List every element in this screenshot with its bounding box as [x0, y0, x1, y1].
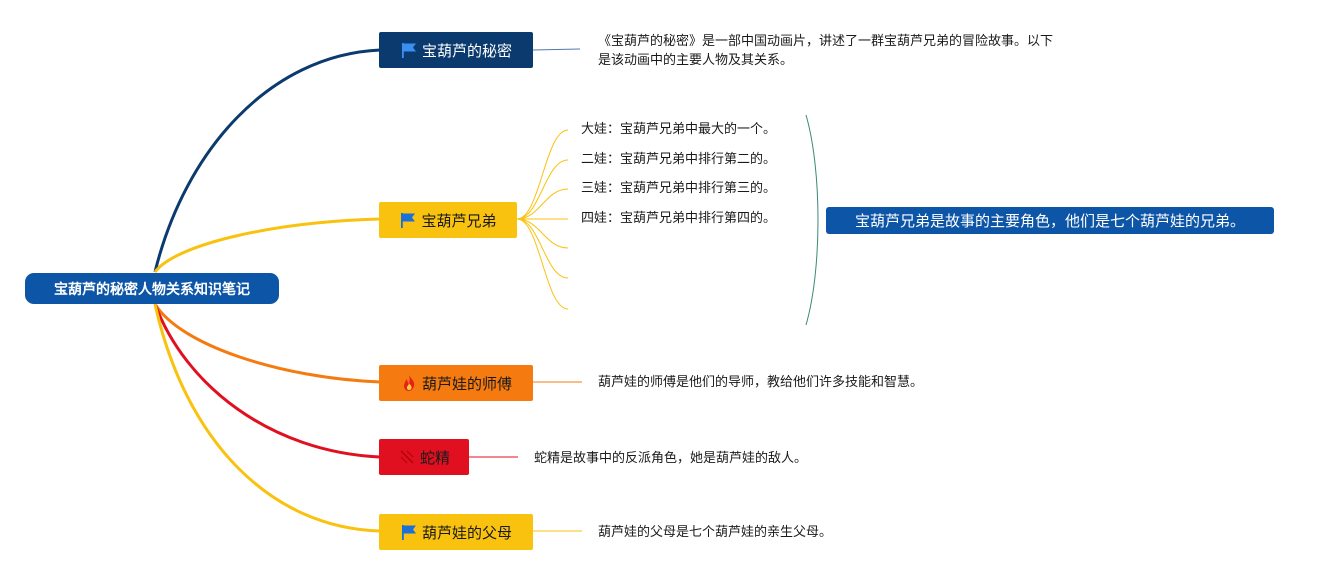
fire-icon [400, 374, 418, 392]
topic-label: 葫芦娃的师傅 [421, 374, 512, 393]
edge-root-master [153, 303, 381, 384]
crossed-out-icon [398, 448, 416, 466]
flag-icon [400, 523, 418, 541]
edge-root-secret [153, 48, 381, 273]
topic-label: 蛇精 [419, 448, 450, 467]
edge-brother-3 [516, 188, 569, 220]
note-secret-line-2: 是该动画中的主要人物及其关系。 [598, 53, 794, 68]
edge-root-parents [153, 303, 381, 533]
note-secret-line-1: 《宝葫芦的秘密》是一部中国动画片，讲述了一群宝葫芦兄弟的冒险故事。以下 [598, 34, 1054, 49]
edge-secret-note [532, 48, 581, 51]
child-brother-2[interactable]: 二娃：宝葫芦兄弟中排行第二的。 [581, 152, 777, 167]
child-brother-4[interactable]: 四娃：宝葫芦兄弟中排行第四的。 [581, 211, 777, 226]
topic-secret[interactable]: 宝葫芦的秘密 [379, 32, 533, 68]
note-master: 葫芦娃的师傅是他们的导师，教给他们许多技能和智慧。 [598, 375, 924, 390]
note-parents: 葫芦娃的父母是七个葫芦娃的亲生父母。 [598, 525, 833, 540]
summary-bracket [805, 114, 819, 326]
root-label: 宝葫芦的秘密人物关系知识笔记 [54, 281, 250, 298]
child-brother-3[interactable]: 三娃：宝葫芦兄弟中排行第三的。 [581, 181, 777, 196]
edge-brother-1 [516, 129, 569, 220]
root-topic[interactable]: 宝葫芦的秘密人物关系知识笔记 [25, 273, 279, 304]
summary-brothers[interactable]: 宝葫芦兄弟是故事的主要角色，他们是七个葫芦娃的兄弟。 [826, 207, 1274, 234]
topic-label: 宝葫芦的秘密 [421, 41, 512, 60]
topic-parents[interactable]: 葫芦娃的父母 [379, 514, 533, 550]
edge-brother-6 [516, 218, 569, 279]
edge-brother-7 [516, 218, 569, 310]
note-snake: 蛇精是故事中的反派角色，她是葫芦娃的敌人。 [534, 451, 808, 466]
edge-brother-5 [516, 218, 569, 249]
topic-snake[interactable]: 蛇精 [379, 439, 469, 475]
topic-label: 宝葫芦兄弟 [421, 211, 497, 230]
edge-root-snake [153, 303, 381, 459]
edge-root-brothers [153, 217, 381, 273]
topic-master[interactable]: 葫芦娃的师傅 [379, 365, 533, 401]
topic-label: 葫芦娃的父母 [421, 523, 512, 542]
flag-icon [399, 211, 417, 229]
edge-brother-2 [516, 159, 569, 220]
flag-icon [400, 41, 418, 59]
topic-brothers[interactable]: 宝葫芦兄弟 [379, 202, 517, 238]
child-brother-1[interactable]: 大娃：宝葫芦兄弟中最大的一个。 [581, 122, 777, 137]
